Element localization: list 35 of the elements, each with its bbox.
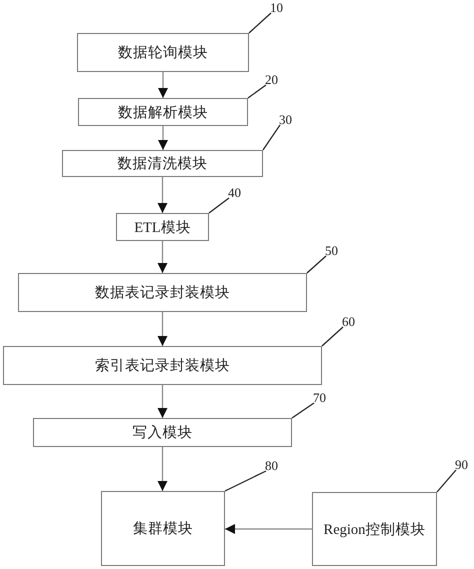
module-box: ETL模块 — [116, 213, 209, 241]
callout-number: 70 — [313, 391, 331, 405]
leader-line — [248, 84, 266, 98]
leader-line — [208, 198, 230, 214]
module-box: 数据清洗模块 — [62, 150, 263, 177]
callout-number: 20 — [265, 73, 283, 87]
leader-line — [292, 402, 314, 418]
module-box: 集群模块 — [101, 491, 225, 566]
leader-line — [262, 124, 280, 150]
arrow — [158, 72, 168, 98]
arrow — [225, 524, 312, 534]
arrow — [158, 312, 168, 346]
callout-number: 30 — [279, 113, 297, 127]
leader-line — [436, 470, 456, 492]
leader-line — [322, 326, 344, 346]
arrow — [158, 241, 168, 273]
module-box: 数据表记录封装模块 — [18, 273, 307, 312]
module-box: 写入模块 — [33, 418, 292, 447]
callout-number: 10 — [270, 1, 288, 15]
arrow — [158, 447, 168, 491]
callout-number: 90 — [455, 458, 473, 472]
callout-number: 60 — [342, 315, 360, 329]
arrow — [158, 177, 168, 213]
module-box: 数据轮询模块 — [77, 33, 249, 72]
module-box: 数据解析模块 — [78, 98, 248, 126]
callout-number: 40 — [228, 186, 246, 200]
arrow — [158, 385, 168, 418]
module-box: Region控制模块 — [312, 492, 437, 566]
arrow — [158, 126, 168, 150]
leader-line — [224, 470, 266, 492]
callout-number: 50 — [325, 244, 343, 258]
leader-line — [306, 256, 326, 274]
leader-line — [248, 12, 272, 34]
module-box: 索引表记录封装模块 — [3, 346, 322, 385]
callout-number: 80 — [265, 459, 283, 473]
